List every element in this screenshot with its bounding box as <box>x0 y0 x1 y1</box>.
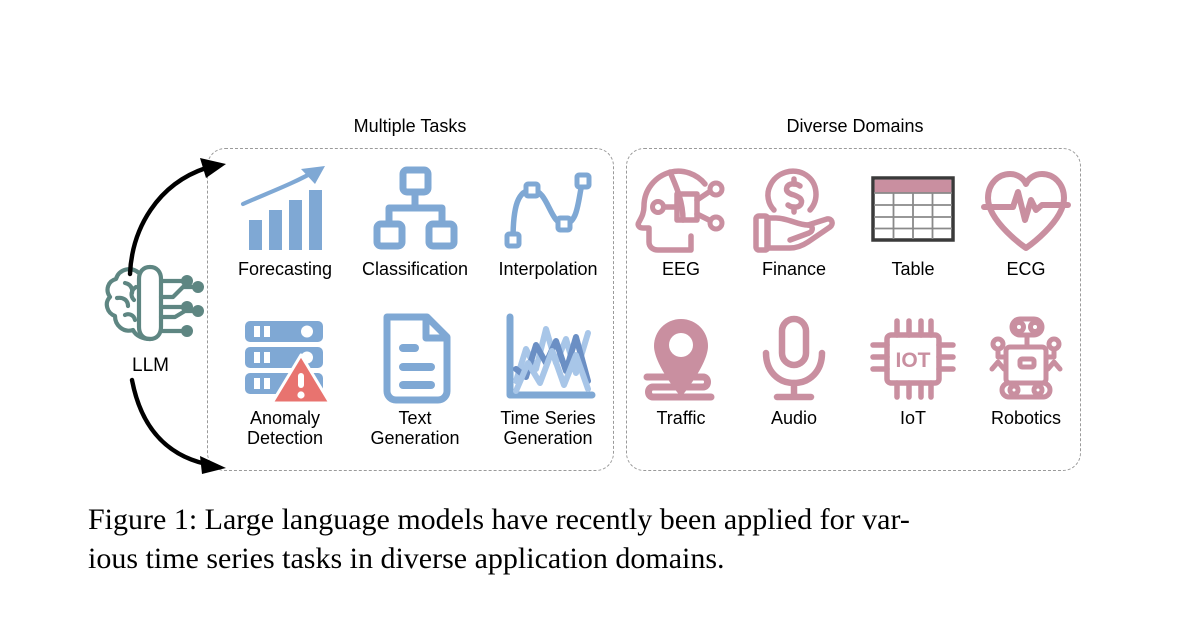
domain-label-audio: Audio <box>770 408 818 428</box>
domain-item-iot: IOT IoT <box>854 311 972 428</box>
domains-panel-title: Diverse Domains <box>786 116 924 136</box>
document-lines-icon <box>365 311 465 407</box>
caption-line-2: ious time series tasks in diverse applic… <box>88 542 725 575</box>
bar-chart-growth-icon <box>235 162 335 258</box>
hierarchy-tree-icon <box>365 162 465 258</box>
task-label-line2: Generation <box>370 427 460 448</box>
domain-item-robotics: Robotics <box>967 311 1085 428</box>
domain-item-traffic: Traffic <box>622 311 740 428</box>
llm-label: LLM <box>132 355 169 376</box>
domain-label-ecg: ECG <box>1006 259 1046 279</box>
task-label-line1: Text <box>398 408 432 428</box>
server-alert-icon <box>235 311 335 407</box>
heart-pulse-icon <box>976 162 1076 258</box>
robot-icon <box>976 311 1076 407</box>
llm-source-block: LLM <box>83 253 218 403</box>
task-label-interpolation: Interpolation <box>498 259 598 279</box>
tasks-panel-title: Multiple Tasks <box>353 116 467 136</box>
domain-label-eeg: EEG <box>661 259 700 279</box>
task-label-classification: Classification <box>361 259 469 279</box>
multi-line-chart-icon <box>498 311 598 407</box>
domain-label-iot: IoT <box>899 408 926 428</box>
task-item-forecasting: Forecasting <box>226 162 344 279</box>
table-grid-icon <box>863 162 963 258</box>
task-item-classification: Classification <box>356 162 474 279</box>
domain-item-table: Table <box>854 162 972 279</box>
domain-item-ecg: ECG <box>967 162 1085 279</box>
tasks-panel-box <box>207 148 614 471</box>
domain-label-robotics: Robotics <box>990 408 1062 428</box>
figure-caption: Figure 1: Large language models have rec… <box>88 500 1108 578</box>
domain-label-traffic: Traffic <box>656 408 706 428</box>
arrow-llm-to-tasks-icon <box>118 150 238 280</box>
caption-line-1: Figure 1: Large language models have rec… <box>88 503 910 536</box>
domain-label-finance: Finance <box>761 259 827 279</box>
task-label-forecasting: Forecasting <box>237 259 333 279</box>
task-label-line2: Detection <box>246 427 324 448</box>
domain-label-table: Table <box>891 259 935 279</box>
microphone-icon <box>744 311 844 407</box>
task-label-line1: Time Series <box>500 408 596 428</box>
brain-circuit-icon <box>95 253 205 353</box>
domain-item-finance: Finance <box>735 162 853 279</box>
task-label-line1: Anomaly <box>249 408 321 428</box>
domain-item-eeg: EEG <box>622 162 740 279</box>
map-pin-road-icon <box>631 311 731 407</box>
domains-panel-box <box>626 148 1081 471</box>
domain-item-audio: Audio <box>735 311 853 428</box>
curve-nodes-icon <box>498 162 598 258</box>
arrow-llm-to-domains-icon <box>118 372 238 482</box>
head-circuit-icon <box>631 162 731 258</box>
task-item-interpolation: Interpolation <box>489 162 607 279</box>
hand-dollar-coin-icon <box>744 162 844 258</box>
task-label-line2: Generation <box>503 427 593 448</box>
iot-chip-text: IOT <box>896 349 931 372</box>
chip-iot-icon: IOT <box>863 311 963 407</box>
